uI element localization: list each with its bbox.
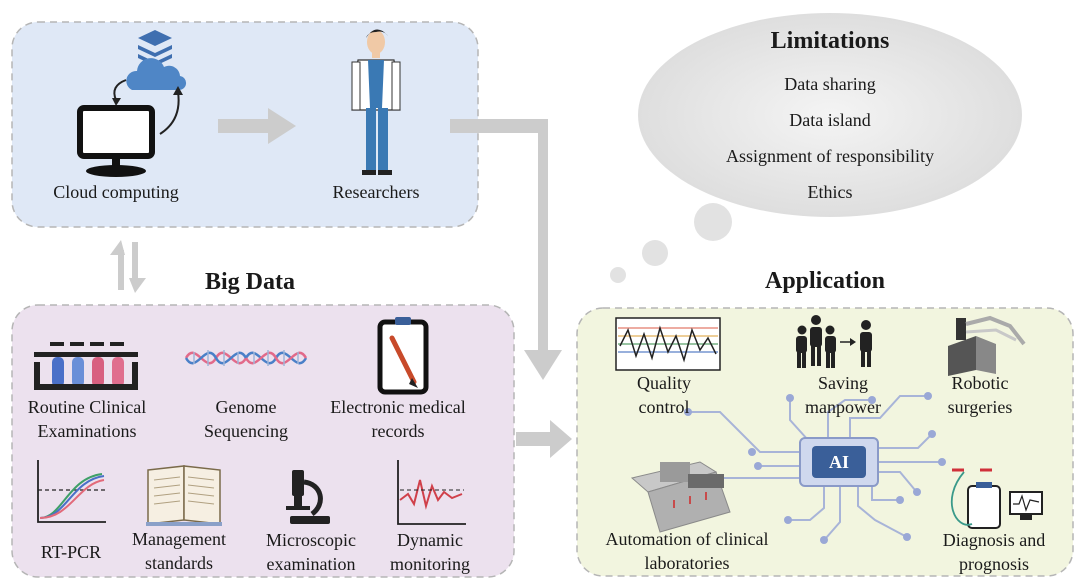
quality-control-chart-icon [615,317,721,371]
ai-chip-icon [799,437,879,487]
rt-pcr-chart-icon [37,460,106,523]
bubble-dot-medium [642,240,668,266]
cloud-computing-icon [77,30,187,177]
ai-chip-label: AI [828,452,849,472]
application-item-automation: Automation of clinical laboratories [605,529,769,573]
limitation-item: Ethics [807,182,853,202]
arrow-bigdata-to-application [516,420,572,458]
bubble-dot-small [610,267,626,283]
limitation-item: Data island [789,110,871,130]
big-data-item-emr: Electronic medical records [330,397,466,441]
robotic-surgery-icon [948,315,1026,376]
dna-icon [184,350,308,366]
medical-record-clipboard-icon [377,317,429,395]
application-title: Application [764,268,886,294]
big-data-item-dynamic: Dynamic monitoring [390,530,470,574]
test-tubes-icon [34,342,138,390]
researcher-icon [351,29,401,175]
application-item-robotic: Robotic surgeries [947,373,1013,417]
researchers-label: Researchers [332,182,420,202]
big-data-item-rtpcr: RT-PCR [40,542,102,562]
lab-automation-icon [630,461,731,533]
arrow-cloud-to-researchers [218,108,296,144]
limitation-item: Data sharing [784,74,876,94]
limitation-item: Assignment of responsibility [726,146,934,166]
application-item-manpower: Saving manpower [805,373,881,417]
diagnosis-icon [950,468,1043,529]
dynamic-monitoring-icon [397,460,466,525]
big-data-item-microscopic: Microscopic examination [266,530,356,574]
application-item-quality: Quality control [637,373,691,417]
ai-circuit-traces [690,395,940,539]
application-item-diagnosis: Diagnosis and prognosis [942,530,1046,574]
microscope-icon [286,470,330,524]
arrow-researchers-to-application [450,119,562,380]
big-data-item-management: Management standards [132,529,226,573]
limitations-title: Limitations [770,28,890,54]
bubble-dot-large [694,203,732,241]
saving-manpower-icon [796,315,872,368]
big-data-title: Big Data [205,269,295,295]
bidirectional-arrow [110,240,146,293]
limitations-bubble [638,13,1022,217]
management-book-icon [146,465,222,526]
big-data-item-genome: Genome Sequencing [204,397,288,441]
cloud-computing-label: Cloud computing [53,182,179,202]
big-data-item-routine: Routine Clinical Examinations [27,397,147,441]
